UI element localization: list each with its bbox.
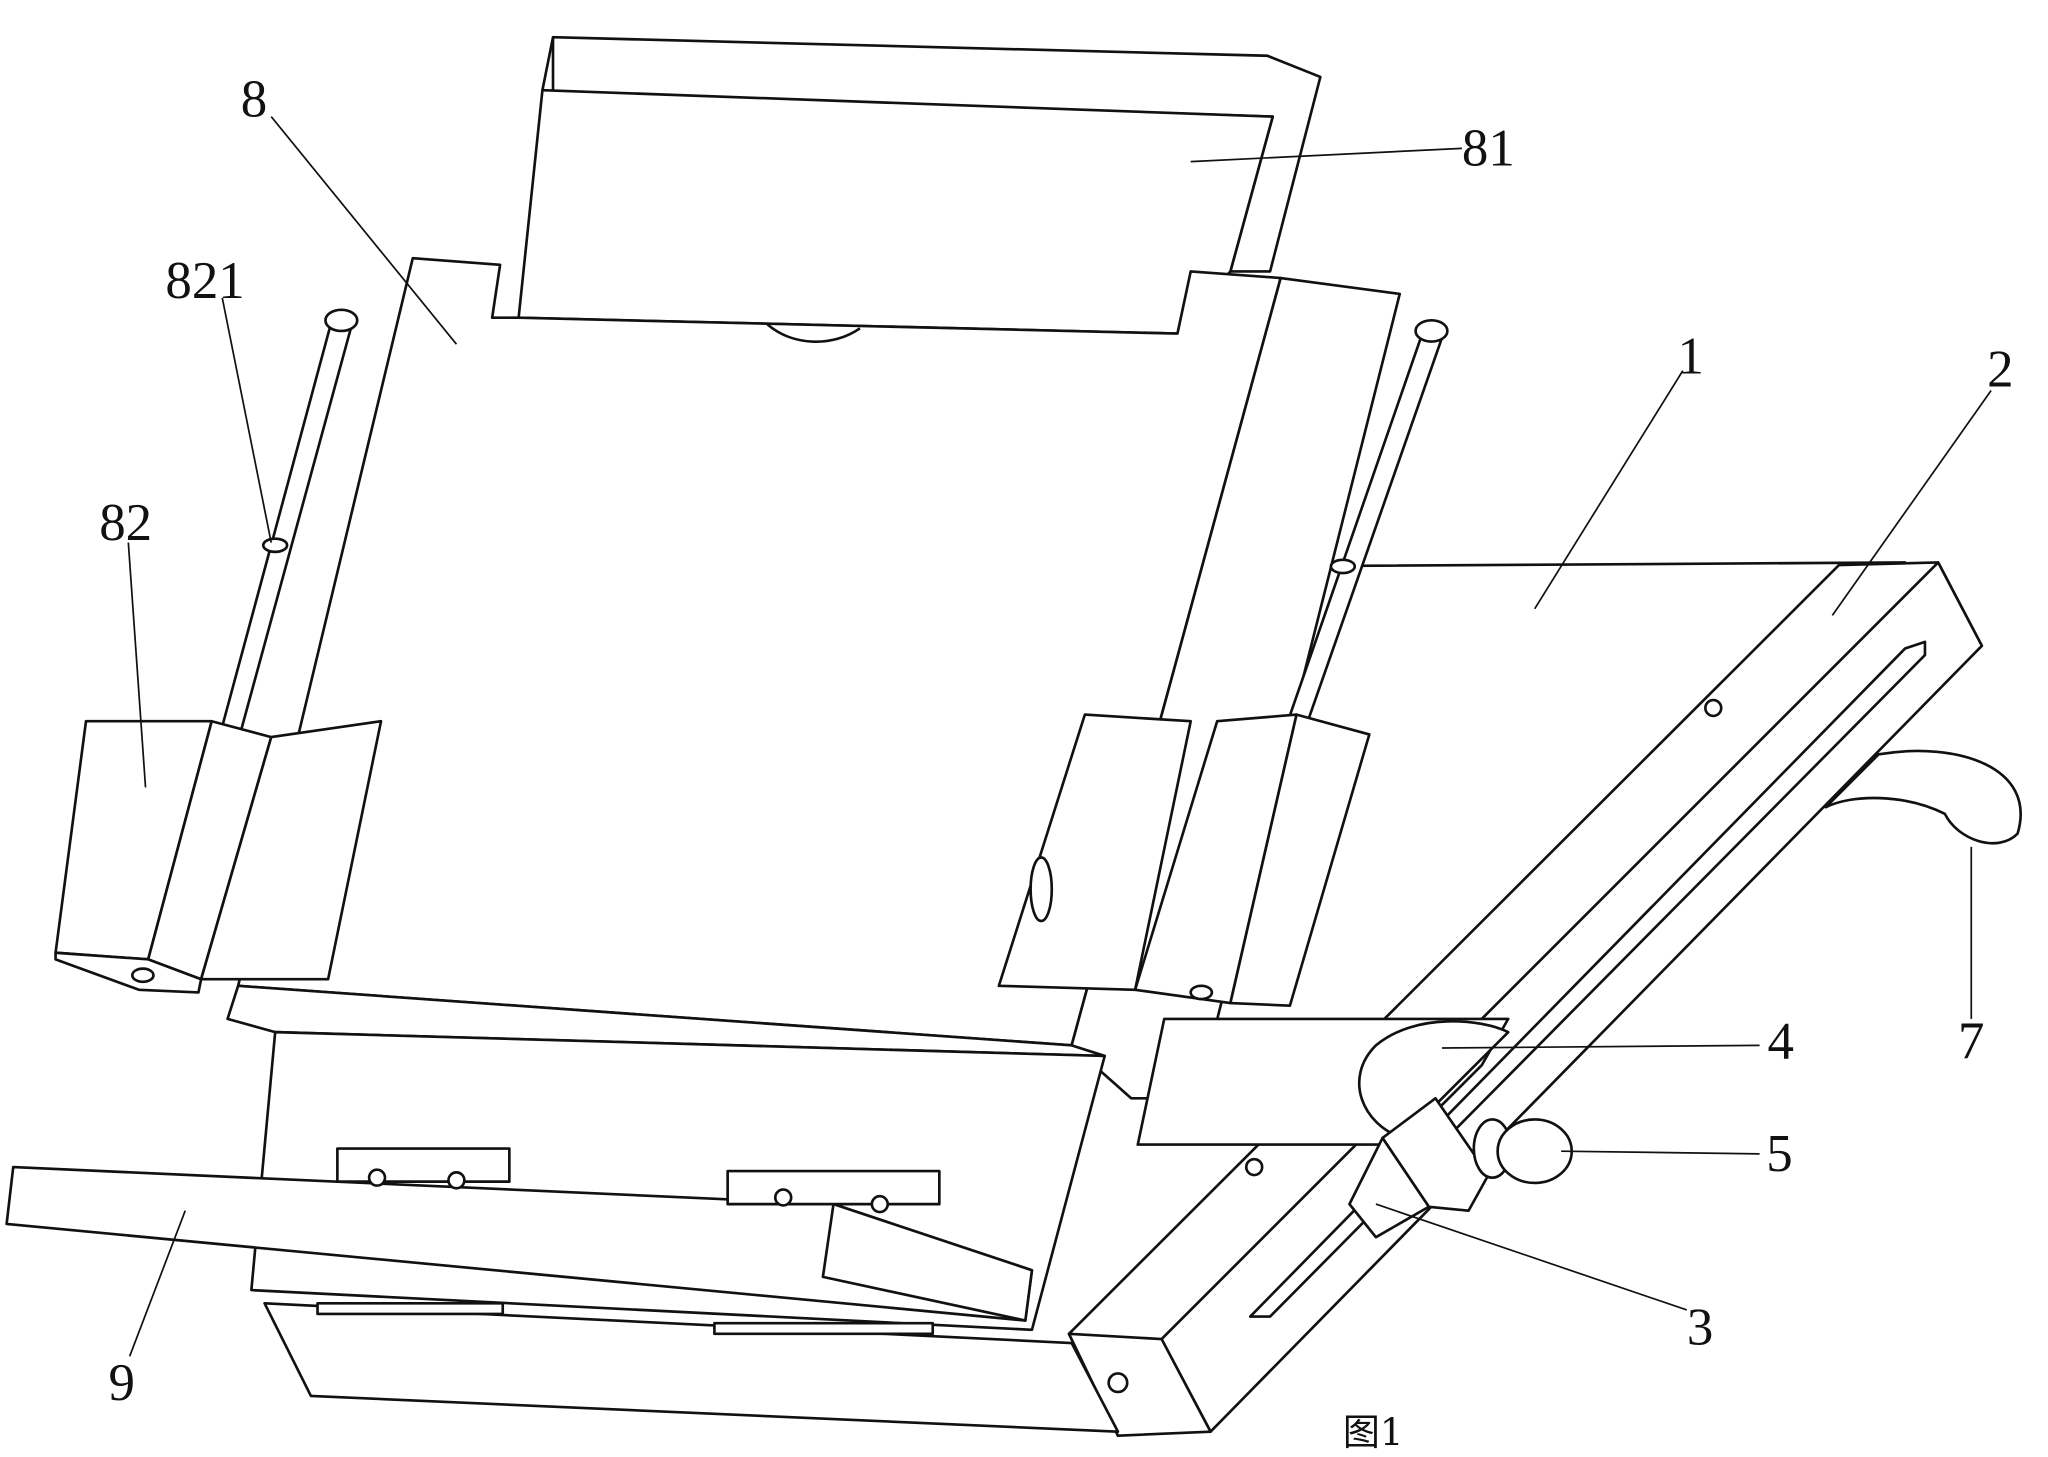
label-5: 5 — [1766, 1125, 1792, 1183]
label-9: 9 — [108, 1354, 134, 1412]
label-1: 1 — [1678, 327, 1704, 385]
label-2: 2 — [1987, 341, 2013, 399]
leader-lines — [127, 116, 1992, 1357]
label-8: 8 — [241, 71, 267, 129]
label-4: 4 — [1768, 1013, 1794, 1071]
part-82-right-clamp — [997, 713, 1371, 1007]
label-82: 82 — [99, 494, 152, 552]
label-821: 821 — [165, 252, 244, 310]
part-9-panel — [5, 1147, 1120, 1433]
label-3: 3 — [1687, 1298, 1713, 1356]
part-7-handle — [1824, 749, 2022, 845]
part-82-left-clamp — [54, 719, 383, 994]
part-81-top-plate — [517, 35, 1322, 335]
part-5-knob — [1472, 1118, 1574, 1185]
figure-caption: 图1 — [1343, 1411, 1404, 1454]
label-7: 7 — [1958, 1013, 1984, 1071]
label-81: 81 — [1462, 120, 1515, 178]
part-3-slider — [1348, 1096, 1490, 1239]
